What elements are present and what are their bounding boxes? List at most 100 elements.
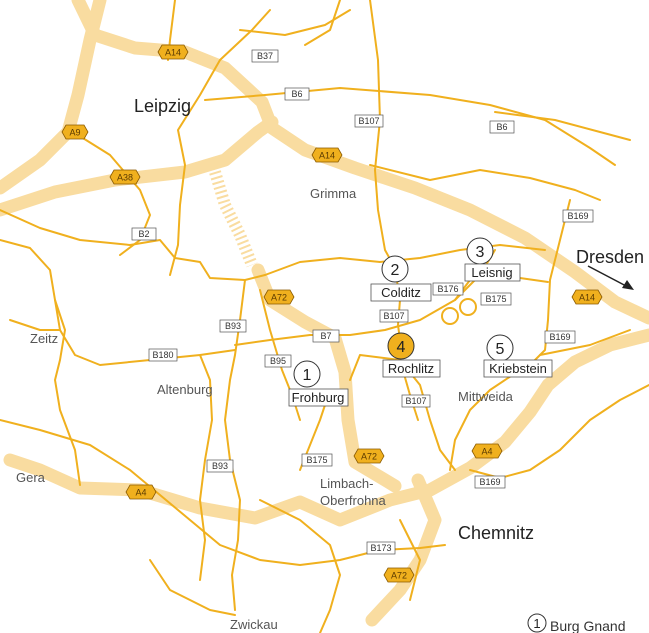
autobahn-shield-a14-mid: A14 <box>311 147 343 163</box>
svg-text:B37: B37 <box>257 51 273 61</box>
road-label-b169-north: B169 <box>562 209 594 223</box>
motorway-a14 <box>71 0 649 325</box>
svg-text:B176: B176 <box>437 284 458 294</box>
road-label-b6-west: B6 <box>284 87 310 101</box>
motorway-a9 <box>0 0 107 195</box>
svg-text:B95: B95 <box>270 356 286 366</box>
svg-text:B7: B7 <box>320 331 331 341</box>
road-label-b107-south: B107 <box>401 394 431 408</box>
shield-text: A72 <box>361 452 377 462</box>
autobahn-shield-a72-mid: A72 <box>263 289 295 305</box>
sight-markers: 1 Frohburg 2 Colditz 3 Leisnig 4 Rochlit… <box>288 237 553 407</box>
city-altenburg: Altenburg <box>157 382 213 397</box>
sight-number: 4 <box>397 339 406 356</box>
svg-text:B169: B169 <box>479 477 500 487</box>
road-label-b173: B173 <box>366 541 396 555</box>
sight-name: Frohburg <box>292 390 345 405</box>
city-chemnitz: Chemnitz <box>458 523 534 543</box>
shield-text: A4 <box>481 447 492 457</box>
road-label-b107-north: B107 <box>354 114 384 128</box>
city-mittweida: Mittweida <box>458 389 514 404</box>
legend-text: Burg Gnand <box>550 618 626 633</box>
shield-text: A14 <box>579 293 595 303</box>
svg-text:B107: B107 <box>405 396 426 406</box>
legend: 1 Burg Gnand <box>527 613 626 633</box>
svg-text:B107: B107 <box>383 311 404 321</box>
svg-text:B175: B175 <box>485 294 506 304</box>
sight-number: 1 <box>303 367 312 384</box>
autobahn-shield-a4-west: A4 <box>125 484 157 500</box>
sight-name: Rochlitz <box>388 361 434 376</box>
svg-text:B6: B6 <box>496 122 507 132</box>
sight-colditz[interactable]: 2 Colditz <box>370 255 432 302</box>
road-label-b7: B7 <box>312 329 340 343</box>
shield-text: A72 <box>271 293 287 303</box>
sight-name: Colditz <box>381 285 421 300</box>
city-oberfrohna: Oberfrohna <box>320 493 387 508</box>
sight-leisnig[interactable]: 3 Leisnig <box>464 237 521 282</box>
road-label-b2: B2 <box>131 227 157 241</box>
shield-text: A72 <box>391 571 407 581</box>
svg-text:B175: B175 <box>306 455 327 465</box>
sight-name: Leisnig <box>471 265 512 280</box>
autobahn-shield-a38: A38 <box>109 169 141 185</box>
autobahn-shield-a9: A9 <box>61 124 89 140</box>
autobahn-shields: A14 A9 A38 A14 A72 A14 A72 A4 A4 A72 <box>61 44 603 583</box>
svg-text:B6: B6 <box>291 89 302 99</box>
svg-text:B169: B169 <box>567 211 588 221</box>
sight-number: 3 <box>476 244 485 261</box>
sight-number: 5 <box>496 341 505 358</box>
sight-rochlitz[interactable]: 4 Rochlitz <box>382 332 441 378</box>
svg-text:B2: B2 <box>138 229 149 239</box>
sight-name: Kriebstein <box>489 361 547 376</box>
junction-circles <box>441 298 477 325</box>
svg-text:B169: B169 <box>549 332 570 342</box>
road-label-b175-east: B175 <box>480 292 512 306</box>
shield-text: A14 <box>319 151 335 161</box>
autobahn-shield-a72-south: A72 <box>353 448 385 464</box>
planned-motorway <box>209 170 258 268</box>
motorway-a4 <box>3 328 649 527</box>
svg-text:B173: B173 <box>370 543 391 553</box>
autobahn-shield-a72-bottom: A72 <box>383 567 415 583</box>
city-dresden: Dresden <box>576 247 644 267</box>
city-leipzig: Leipzig <box>134 96 191 116</box>
svg-text:B93: B93 <box>212 461 228 471</box>
legend-marker <box>527 613 547 633</box>
sight-kriebstein[interactable]: 5 Kriebstein <box>483 334 553 378</box>
direction-arrow-icon <box>587 265 634 290</box>
svg-text:B180: B180 <box>152 350 173 360</box>
shield-text: A9 <box>69 128 80 138</box>
road-label-b93-south: B93 <box>206 459 234 473</box>
road-label-b169-south: B169 <box>474 475 506 489</box>
city-grimma: Grimma <box>310 186 357 201</box>
autobahn-shield-a4-east: A4 <box>471 443 503 459</box>
road-label-b95: B95 <box>264 354 292 368</box>
autobahn-shield-a14-east: A14 <box>571 289 603 305</box>
shield-text: A38 <box>117 173 133 183</box>
city-gera: Gera <box>16 470 46 485</box>
shield-text: A4 <box>135 488 146 498</box>
road-label-b169-mid: B169 <box>544 330 576 344</box>
road-label-b107-mid: B107 <box>379 309 409 323</box>
autobahn-shield-a14-top: A14 <box>157 44 189 60</box>
road-label-b175-south: B175 <box>301 453 333 467</box>
city-labels: Leipzig Dresden Chemnitz Grimma Zeitz Al… <box>16 96 644 632</box>
shield-text: A14 <box>165 48 181 58</box>
city-zeitz: Zeitz <box>30 331 58 346</box>
sight-frohburg[interactable]: 1 Frohburg <box>288 360 349 407</box>
road-label-b176: B176 <box>432 282 464 296</box>
road-labels: B37 B6 B107 B6 B2 B169 B176 B175 B107 B9… <box>131 49 594 555</box>
svg-text:B93: B93 <box>225 321 241 331</box>
road-label-b6-east: B6 <box>489 120 515 134</box>
svg-text:B107: B107 <box>358 116 379 126</box>
city-limbach: Limbach- <box>320 476 373 491</box>
sight-number: 2 <box>391 262 400 279</box>
road-label-b93-north: B93 <box>219 319 247 333</box>
city-zwickau: Zwickau <box>230 617 278 632</box>
legend-number: 1 <box>533 616 540 631</box>
road-label-b37: B37 <box>251 49 279 63</box>
